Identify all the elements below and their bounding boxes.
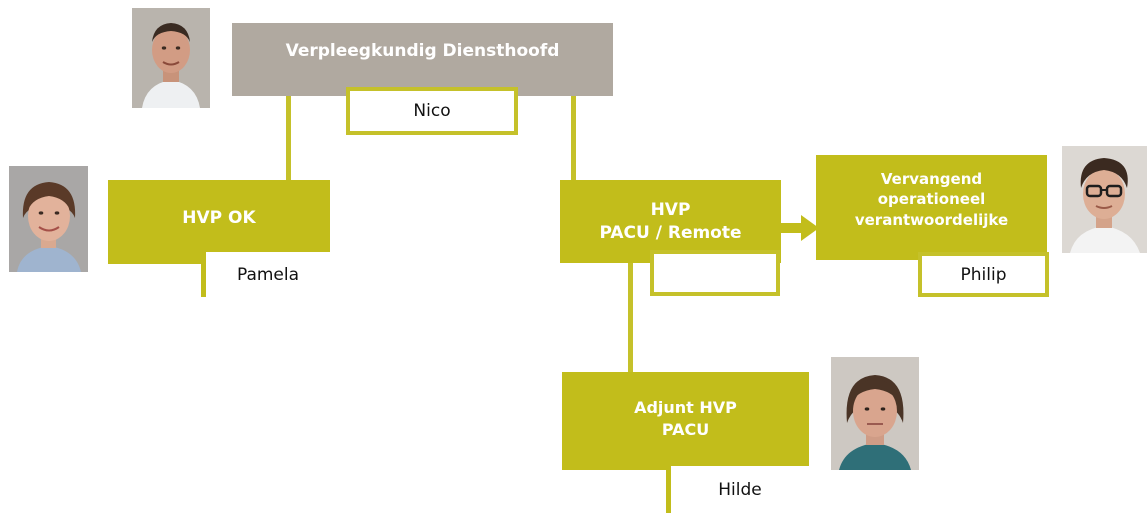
- hvp-pacu-title-line1: HVP: [650, 199, 691, 220]
- adjunt-line1: Adjunt HVP: [634, 398, 737, 418]
- connector-top-right: [571, 95, 576, 182]
- diensthoofd-box: Verpleegkundig Diensthoofd: [232, 23, 613, 96]
- name-box-nico: Nico: [346, 87, 518, 135]
- person-photo-nico: [132, 8, 210, 108]
- hvp-pacu-box: HVP PACU / Remote: [560, 180, 781, 263]
- vervangend-box: Vervangend operationeel verantwoordelijk…: [816, 155, 1047, 260]
- vervangend-line1: Vervangend: [880, 170, 983, 189]
- person-photo-pamela: [9, 166, 88, 272]
- name-box-pacu: [650, 250, 780, 296]
- name-hilde: Hilde: [718, 479, 762, 500]
- name-pamela: Pamela: [236, 264, 300, 285]
- connector-pacu-adjunt: [628, 262, 633, 374]
- hvp-ok-title: HVP OK: [182, 207, 256, 228]
- name-nico: Nico: [413, 101, 451, 121]
- arrow-right-icon: [781, 213, 819, 243]
- name-box-pamela: Pamela: [201, 252, 330, 297]
- name-box-hilde: Hilde: [666, 466, 809, 513]
- hvp-ok-box: HVP OK: [108, 180, 330, 264]
- adjunt-box: Adjunt HVP PACU: [562, 372, 809, 470]
- diensthoofd-title: Verpleegkundig Diensthoofd: [285, 41, 560, 61]
- name-box-philip: Philip: [918, 252, 1049, 297]
- vervangend-line3: verantwoordelijke: [854, 210, 1009, 229]
- person-photo-hilde: [831, 357, 919, 470]
- connector-top-left: [286, 95, 291, 182]
- person-photo-philip: [1062, 146, 1147, 253]
- name-philip: Philip: [960, 264, 1007, 285]
- vervangend-line2: operationeel: [877, 190, 986, 209]
- adjunt-line2: PACU: [661, 420, 710, 439]
- hvp-pacu-title-line2: PACU / Remote: [599, 222, 742, 243]
